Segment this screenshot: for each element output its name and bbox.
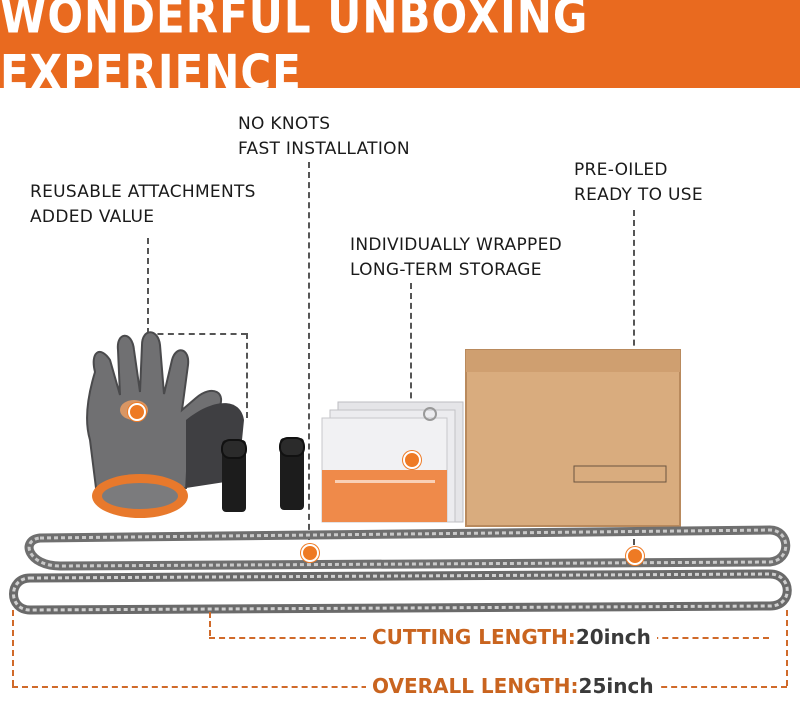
leader-line-attachments-b [147, 333, 247, 335]
overall-length-value: 25inch [578, 674, 654, 698]
marker-glove [128, 403, 146, 421]
callout-attachments-line2: ADDED VALUE [30, 207, 155, 227]
page-title: WONDERFUL UNBOXING EXPERIENCE [0, 0, 589, 101]
header-banner: WONDERFUL UNBOXING EXPERIENCE [0, 0, 800, 100]
leader-line-no-knots [308, 162, 310, 550]
cutting-length-text: CUTTING LENGTH: [372, 625, 576, 649]
callout-no-knots-line2: FAST INSTALLATION [238, 139, 410, 159]
marker-wrapped [403, 451, 421, 469]
callout-attachments-line1: REUSABLE ATTACHMENTS [30, 182, 256, 202]
cutting-length-value: 20inch [575, 625, 651, 649]
cutting-length-tick [209, 612, 211, 636]
marker-no-knots [301, 544, 319, 562]
callout-wrapped-line1: INDIVIDUALLY WRAPPED [350, 235, 563, 255]
overall-length-tick-right [786, 610, 788, 686]
overall-length-tick-left [12, 610, 14, 686]
callout-no-knots-line1: NO KNOTS [238, 114, 331, 134]
callout-pre-oiled-line1: PRE-OILED [574, 160, 668, 180]
callout-pre-oiled-line2: READY TO USE [574, 185, 703, 205]
callout-no-knots: NO KNOTS FAST INSTALLATION [238, 112, 410, 162]
cutting-length-label: CUTTING LENGTH:20inch [366, 625, 657, 649]
leader-line-attachments-a [147, 238, 149, 334]
strap-icon [221, 437, 305, 512]
leader-line-wrapped [410, 283, 412, 458]
callout-wrapped: INDIVIDUALLY WRAPPED LONG-TERM STORAGE [350, 233, 562, 283]
callout-pre-oiled: PRE-OILED READY TO USE [574, 158, 703, 208]
box-icon [465, 349, 681, 527]
callout-wrapped-line2: LONG-TERM STORAGE [350, 260, 542, 280]
callout-attachments: REUSABLE ATTACHMENTS ADDED VALUE [30, 180, 256, 230]
overall-length-label: OVERALL LENGTH:25inch [366, 674, 660, 698]
chain-icon [9, 525, 792, 615]
leader-line-attachments-c [246, 333, 248, 418]
glove-icon [86, 331, 244, 518]
package-icon [321, 401, 464, 523]
marker-pre-oiled [626, 547, 644, 565]
overall-length-text: OVERALL LENGTH: [372, 674, 579, 698]
